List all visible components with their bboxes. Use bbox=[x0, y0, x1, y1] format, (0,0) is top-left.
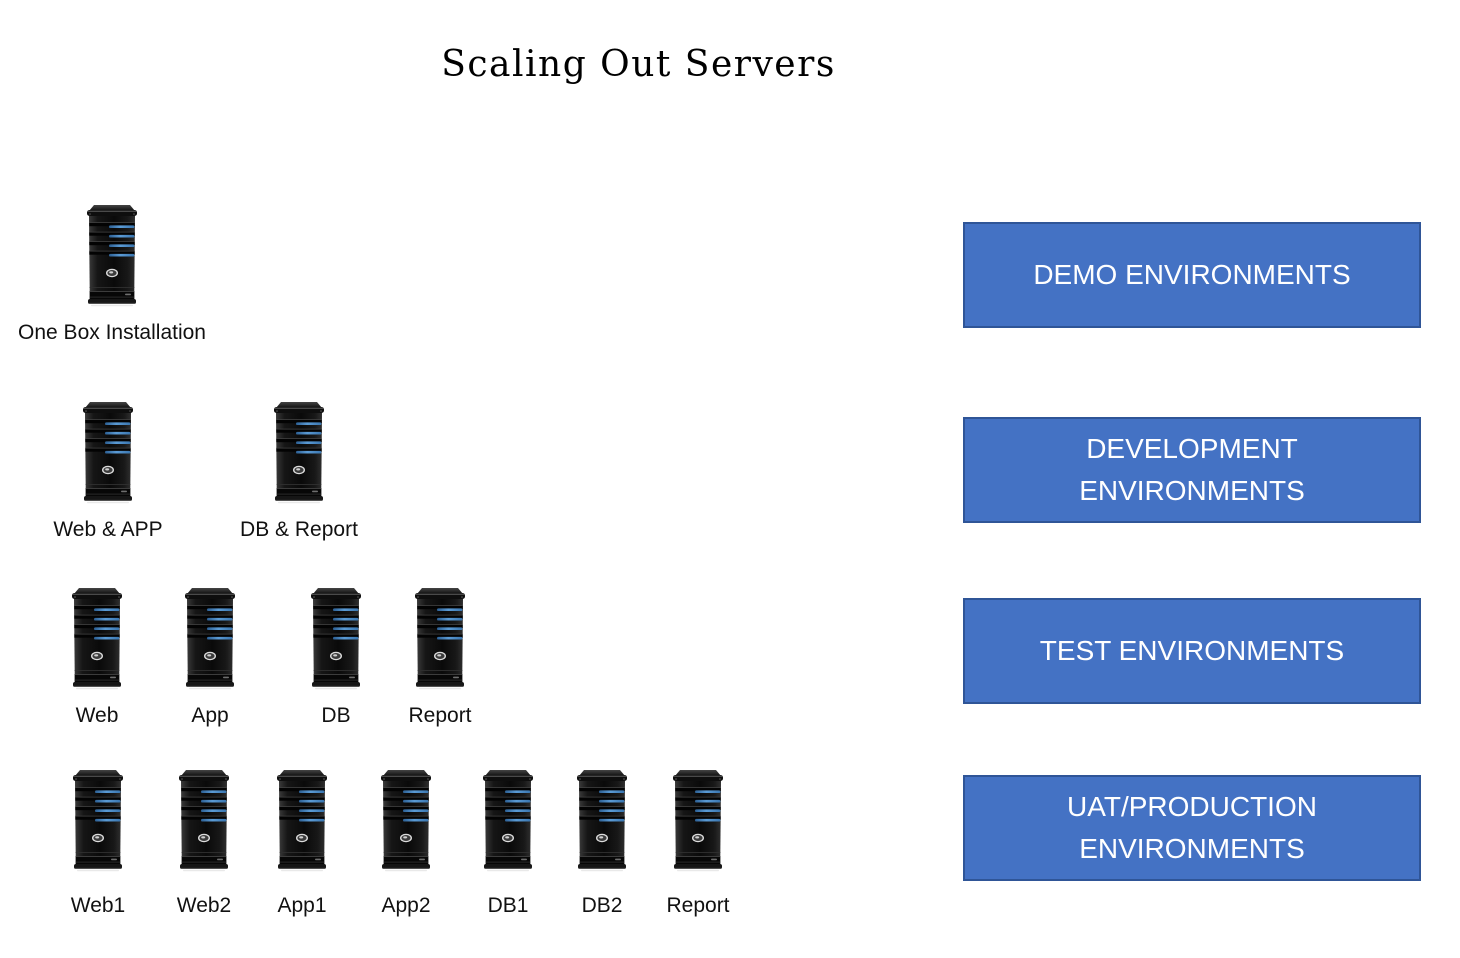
server-label: Web bbox=[75, 704, 119, 727]
server-label: DB2 bbox=[581, 894, 623, 917]
server-db2: DB2 bbox=[542, 768, 662, 918]
env-box-label: TEST ENVIRONMENTS bbox=[1039, 635, 1345, 666]
env-box-development: DEVELOPMENT ENVIRONMENTS bbox=[963, 417, 1421, 523]
server-tower-icon bbox=[269, 400, 329, 504]
server-tower-icon bbox=[668, 768, 728, 872]
server-label: DB1 bbox=[487, 894, 529, 917]
server-tower-icon bbox=[478, 768, 538, 872]
server-tower-icon bbox=[376, 768, 436, 872]
server-tower-icon bbox=[572, 768, 632, 872]
server-label: Web1 bbox=[70, 894, 126, 917]
server-app1: App1 bbox=[242, 768, 362, 918]
server-tower-icon bbox=[67, 586, 127, 690]
server-report-prod: Report bbox=[638, 768, 758, 918]
env-box-label: DEVELOPMENT ENVIRONMENTS bbox=[1079, 433, 1305, 506]
server-web: Web bbox=[37, 586, 157, 728]
diagram-title: Scaling Out Servers bbox=[441, 44, 836, 85]
server-tower-icon bbox=[272, 768, 332, 872]
server-tower-icon bbox=[68, 768, 128, 872]
server-label: App2 bbox=[381, 894, 431, 917]
server-tower-icon bbox=[78, 400, 138, 504]
server-label: App bbox=[191, 704, 229, 727]
server-label: Report bbox=[408, 704, 472, 727]
env-box-test: TEST ENVIRONMENTS bbox=[963, 598, 1421, 704]
server-db-report: DB & Report bbox=[239, 400, 359, 542]
server-label: App1 bbox=[277, 894, 327, 917]
server-web1: Web1 bbox=[38, 768, 158, 918]
server-web2: Web2 bbox=[144, 768, 264, 918]
server-app: App bbox=[150, 586, 270, 728]
server-label: DB & Report bbox=[240, 518, 358, 541]
server-tower-icon bbox=[174, 768, 234, 872]
env-box-label: UAT/PRODUCTION ENVIRONMENTS bbox=[1067, 791, 1317, 864]
server-tower-icon bbox=[410, 586, 470, 690]
env-box-label: DEMO ENVIRONMENTS bbox=[1033, 259, 1351, 290]
env-box-uat-production: UAT/PRODUCTION ENVIRONMENTS bbox=[963, 775, 1421, 881]
server-label: Web2 bbox=[176, 894, 232, 917]
server-app2: App2 bbox=[346, 768, 466, 918]
server-web-app: Web & APP bbox=[48, 400, 168, 542]
server-db1: DB1 bbox=[448, 768, 568, 918]
server-tower-icon bbox=[306, 586, 366, 690]
server-label: DB bbox=[321, 704, 351, 727]
server-one-box-installation: One Box Installation bbox=[18, 203, 206, 345]
server-report: Report bbox=[380, 586, 500, 728]
server-label: One Box Installation bbox=[18, 321, 206, 344]
server-tower-icon bbox=[180, 586, 240, 690]
server-label: Report bbox=[666, 894, 730, 917]
server-db: DB bbox=[276, 586, 396, 728]
server-label: Web & APP bbox=[53, 518, 163, 541]
env-box-demo: DEMO ENVIRONMENTS bbox=[963, 222, 1421, 328]
server-tower-icon bbox=[82, 203, 142, 307]
